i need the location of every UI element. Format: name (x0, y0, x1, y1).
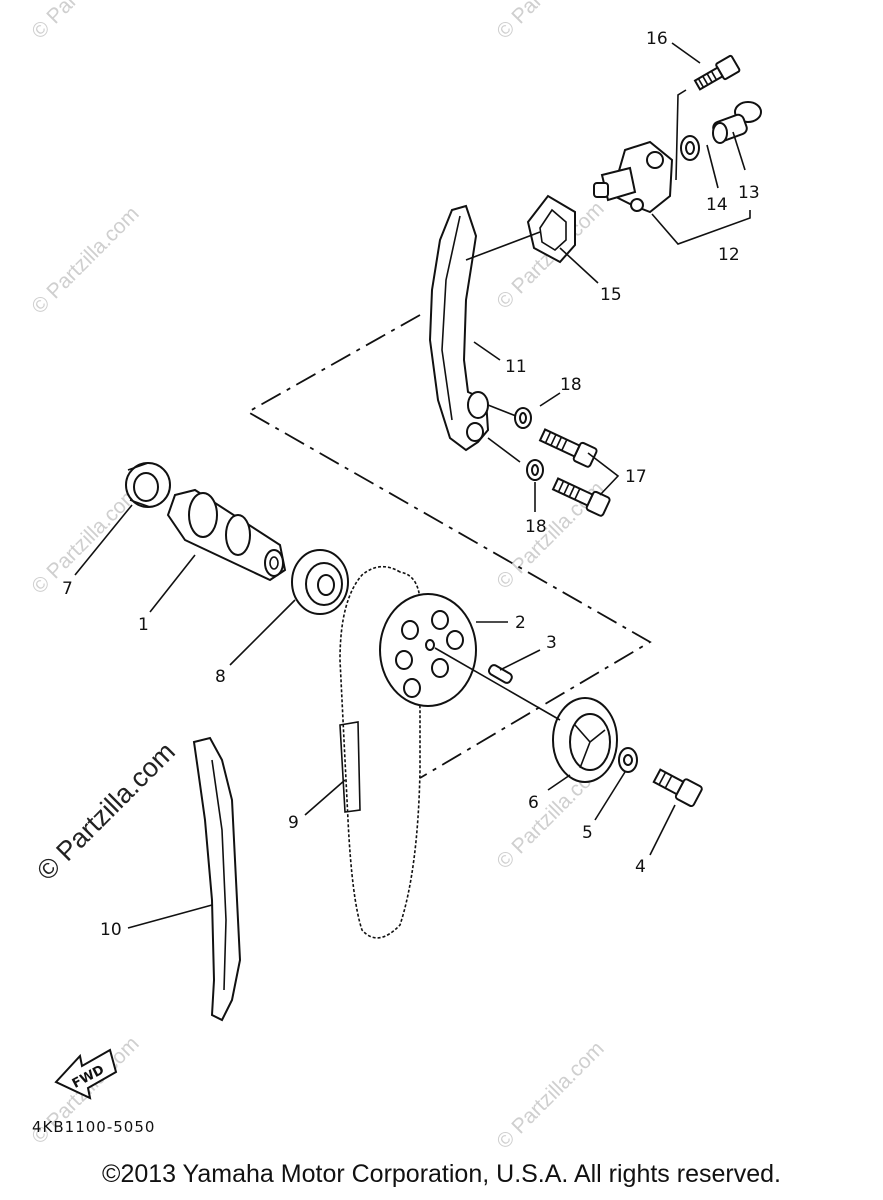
watermark: © Partzilla.com (27, 202, 143, 318)
callout-18-lower: 18 (525, 517, 547, 537)
callout-10: 10 (100, 920, 122, 940)
alignment-lines (246, 314, 652, 779)
chain-guide-10 (192, 736, 242, 1022)
leader-lines (74, 42, 751, 929)
diagram-code: 4KB1100-5050 (32, 1118, 155, 1136)
callout-17: 17 (625, 467, 647, 487)
callout-14: 14 (706, 195, 728, 215)
bolt-4 (652, 768, 703, 808)
camshaft-1 (166, 488, 287, 582)
callout-1: 1 (138, 615, 149, 635)
callout-6: 6 (528, 793, 539, 813)
callout-11: 11 (505, 357, 527, 377)
callout-3: 3 (546, 633, 557, 653)
callout-18-upper: 18 (560, 375, 582, 395)
bolt-13 (712, 101, 762, 144)
watermark-dark: © Partzilla.com (31, 736, 181, 886)
watermark: © Partzilla.com (492, 0, 608, 44)
sprocket-2 (379, 593, 477, 707)
washer-18-upper (514, 407, 532, 429)
chain-guide-11 (428, 204, 490, 452)
watermark: © Partzilla.com (27, 0, 143, 44)
callout-7: 7 (62, 579, 73, 599)
callout-2: 2 (515, 613, 526, 633)
washer-14 (680, 135, 700, 161)
bearing-7 (125, 462, 171, 508)
washer-5 (618, 747, 638, 773)
washer-18-lower (526, 459, 544, 481)
callout-5: 5 (582, 823, 593, 843)
pin-3 (487, 664, 513, 684)
bearing-8 (291, 549, 349, 615)
callout-15: 15 (600, 285, 622, 305)
tensioner-12 (593, 140, 674, 214)
bolt-16 (693, 54, 741, 91)
bolt-17-upper (538, 428, 598, 468)
callout-4: 4 (635, 857, 646, 877)
fwd-arrow-icon: FWD (54, 1048, 118, 1100)
bolt-17-lower (551, 477, 611, 517)
callout-16: 16 (646, 29, 668, 49)
gasket-15 (526, 194, 576, 264)
watermark: © Partzilla.com (492, 1037, 608, 1153)
callout-9: 9 (288, 813, 299, 833)
watermark: © Partzilla.com (27, 482, 143, 598)
plate-6 (552, 697, 618, 783)
callout-13: 13 (738, 183, 760, 203)
callouts: 16 13 14 12 15 11 18 17 18 7 1 2 3 8 6 5… (62, 29, 760, 940)
callout-8: 8 (215, 667, 226, 687)
copyright-footer: ©2013 Yamaha Motor Corporation, U.S.A. A… (102, 1160, 781, 1188)
callout-12: 12 (718, 245, 740, 265)
